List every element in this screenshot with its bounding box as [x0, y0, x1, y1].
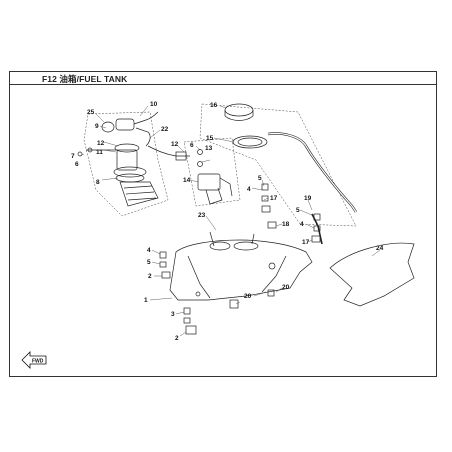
- callout-4c: 4: [147, 247, 151, 254]
- callout-20: 20: [282, 284, 290, 291]
- callout-18: 18: [282, 221, 290, 228]
- callout-16: 16: [210, 102, 218, 109]
- callout-20b: 20: [244, 293, 252, 300]
- callout-3: 3: [171, 311, 175, 318]
- callout-12: 12: [97, 140, 105, 147]
- diagram-title: F12 油箱/FUEL TANK: [42, 74, 128, 84]
- callout-6: 6: [75, 161, 79, 168]
- callout-13: 13: [205, 145, 213, 152]
- fwd-label: FWD: [32, 359, 44, 365]
- fuel-level-sender: [175, 149, 233, 205]
- callout-5c: 5: [147, 259, 151, 266]
- fuel-tank: [169, 231, 313, 301]
- fuel-pump-assembly: [77, 111, 159, 207]
- diagram-frame: [9, 71, 437, 377]
- callout-9: 9: [95, 123, 99, 130]
- callout-11: 11: [96, 149, 103, 156]
- cap-group-outline: [199, 103, 357, 227]
- callout-7: 7: [71, 153, 75, 160]
- callout-14: 14: [183, 177, 191, 184]
- callout-22: 22: [161, 126, 169, 133]
- callout-19: 19: [304, 195, 312, 202]
- callout-17b: 17: [302, 239, 310, 246]
- callout-25: 25: [87, 109, 95, 116]
- fasteners: [159, 183, 321, 335]
- leader-lines: [79, 105, 381, 337]
- callout-4b: 4: [300, 221, 304, 228]
- callout-24: 24: [376, 245, 384, 252]
- callout-8: 8: [96, 179, 100, 186]
- callout-10: 10: [150, 101, 158, 108]
- callout-1: 1: [144, 297, 148, 304]
- sender-group-outline: [183, 137, 241, 207]
- breather-hose: [267, 132, 357, 213]
- callout-17: 17: [270, 195, 278, 202]
- callout-6b: 6: [190, 142, 194, 149]
- callout-labels: 25 10 9 22 12 11 7 6 8 16 15 12 6 13 14 …: [71, 101, 384, 342]
- callout-2: 2: [148, 273, 152, 280]
- forward-arrow: FWD: [21, 351, 47, 369]
- callout-15: 15: [206, 135, 214, 142]
- callout-2b: 2: [175, 335, 179, 342]
- callout-5b: 5: [296, 207, 300, 214]
- callout-5: 5: [258, 175, 262, 182]
- callout-12b: 12: [171, 141, 179, 148]
- fuel-hose: [147, 145, 190, 157]
- callout-4: 4: [247, 186, 251, 193]
- callout-23: 23: [198, 212, 206, 219]
- diagram-header-bar: [9, 71, 437, 85]
- tank-pad: [329, 242, 415, 307]
- pump-group-outline: [83, 111, 169, 217]
